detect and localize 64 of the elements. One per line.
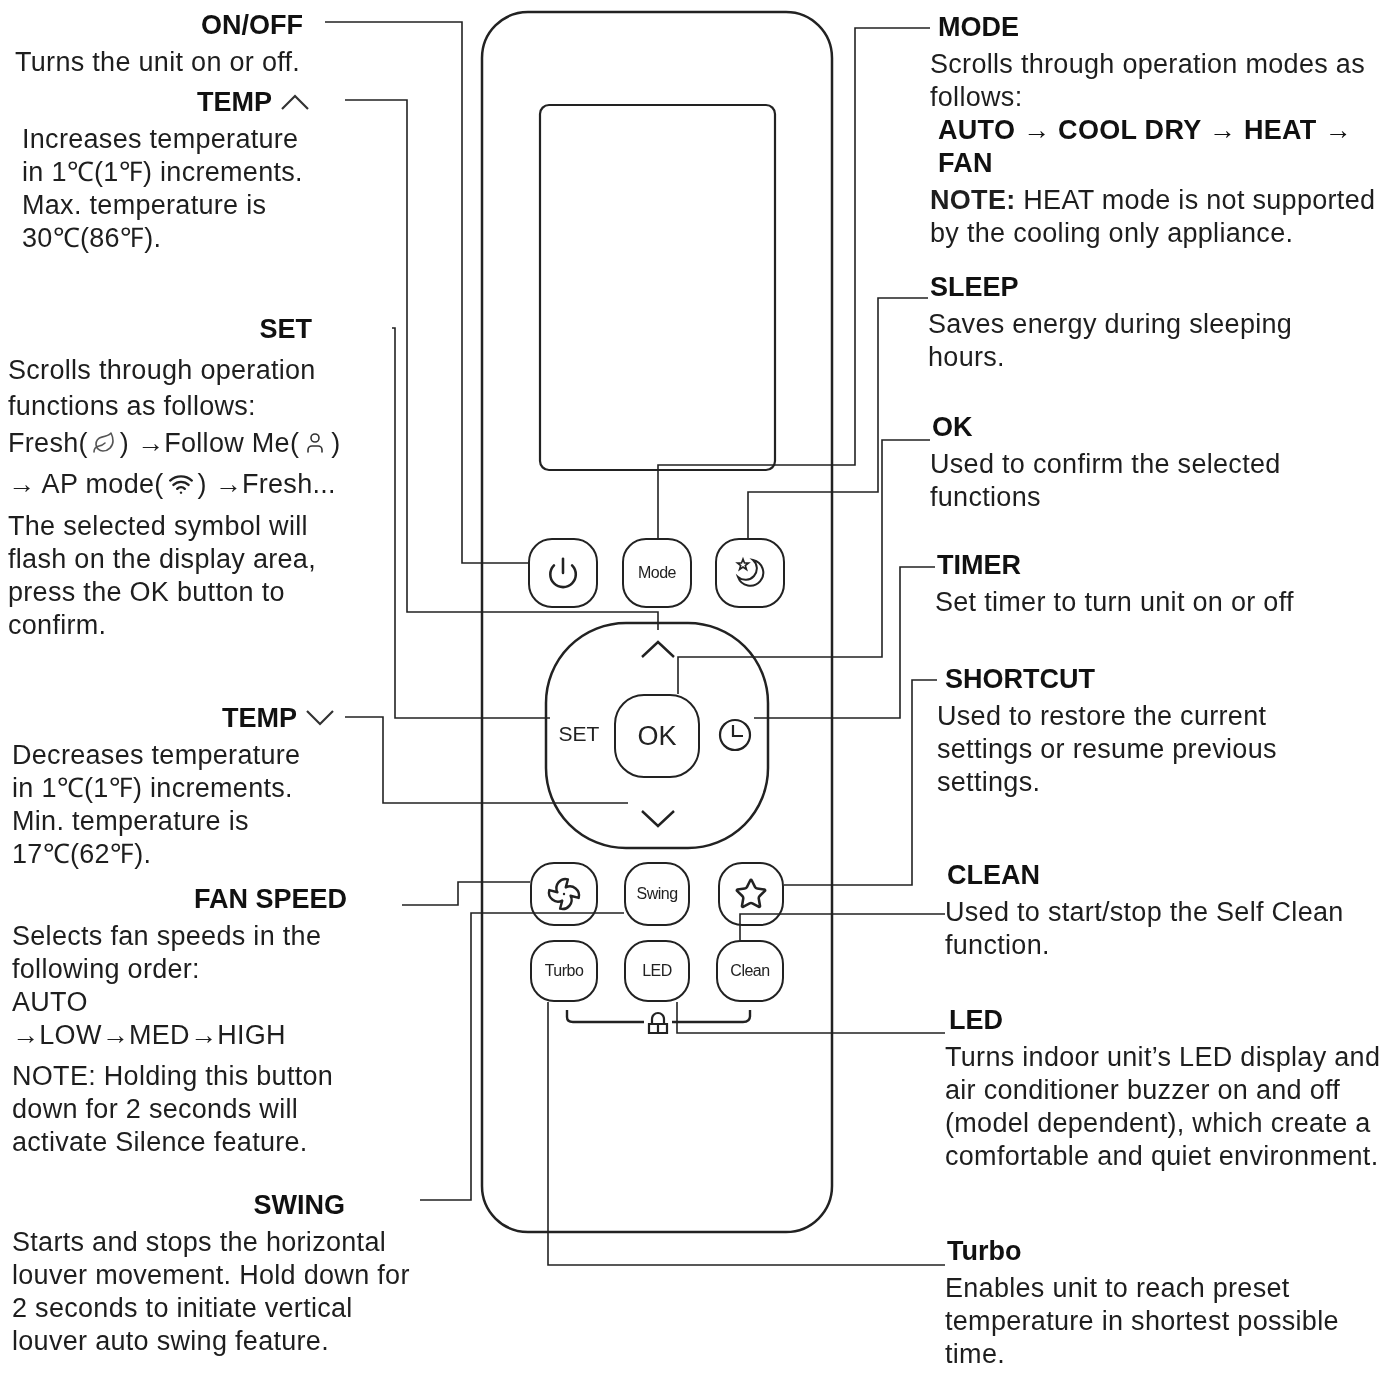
callout-text: → AP mode( xyxy=(8,467,164,501)
star-button xyxy=(718,862,784,926)
callout-heading: FAN SPEED xyxy=(193,883,347,916)
clean-button: Clean xyxy=(716,940,784,1002)
callout-text: Fresh( xyxy=(8,426,88,460)
callout-heading: ON/OFF xyxy=(201,9,303,42)
callout-text: AUTO →LOW→MED→HIGH xyxy=(12,986,287,1052)
leader-line xyxy=(676,1001,946,1034)
leader-line xyxy=(783,679,938,886)
callout-text: The selected symbol will flash on the display area, press the OK button to confirm. xyxy=(8,510,317,642)
callout-heading: SET xyxy=(259,313,312,346)
callout-heading: Turbo xyxy=(947,1235,1022,1268)
turbo-button: Turbo xyxy=(530,940,598,1002)
led-button: LED xyxy=(624,940,690,1002)
callout-text: Increases temperature in 1℃(1℉) increments. Max. temperature is 30℃(86℉). xyxy=(22,123,304,255)
leader-line xyxy=(419,912,625,1201)
leader-line xyxy=(547,1001,946,1266)
callout-heading: SLEEP xyxy=(930,271,1019,304)
callout-text: Starts and stops the horizontal louver movement. Hold down for 2 seconds to initiate vertical louver auto swing feature. xyxy=(12,1226,411,1358)
callout-text: Saves energy during sleeping hours. xyxy=(928,308,1294,374)
callout-text: Scrolls through operation functions as follows: xyxy=(8,354,317,423)
leader-line xyxy=(324,21,529,564)
callout-text: Used to start/stop the Self Clean function. xyxy=(945,896,1345,962)
swing-button: Swing xyxy=(624,862,690,926)
callout-text: Selects fan speeds in the following order: xyxy=(12,920,323,986)
callout-heading: CLEAN xyxy=(947,859,1040,892)
callout-text: Turns indoor unit’s LED display and air conditioner buzzer on and off (model dependent), which create a comfortable and quiet environment. xyxy=(945,1041,1382,1173)
callout-text: NOTE: Holding this button down for 2 seconds will activate Silence feature. xyxy=(12,1060,335,1159)
callout-text: Decreases temperature in 1℃(1℉) increments. Min. temperature is 17℃(62℉). xyxy=(12,739,302,871)
leader-line xyxy=(344,716,629,804)
callout-heading: OK xyxy=(932,411,973,444)
ok-button: OK xyxy=(614,694,700,778)
callout-heading: TEMP xyxy=(197,86,272,119)
fan-button xyxy=(530,862,598,926)
key-label: SET xyxy=(550,714,608,754)
leader-line xyxy=(391,327,551,719)
leader-line xyxy=(657,27,931,539)
leader-line xyxy=(401,881,531,906)
callout-text: Scrolls through operation modes as follows: xyxy=(930,48,1366,114)
leader-line xyxy=(677,439,931,695)
callout-text: NOTE: HEAT mode is not supported by the cooling only appliance. xyxy=(930,184,1377,250)
callout-text: Used to confirm the selected functions xyxy=(930,448,1282,514)
callout-text: Used to restore the current settings or resume previous settings. xyxy=(937,700,1278,799)
leader-line xyxy=(344,99,659,631)
callout-text: AUTO → COOL DRY → HEAT → FAN xyxy=(937,114,1353,180)
callout-text: ) →Follow Me( xyxy=(119,426,300,460)
callout-text: Enables unit to reach preset temperature in shortest possible time. xyxy=(945,1272,1340,1371)
callout-text: Set timer to turn unit on or off xyxy=(935,586,1295,619)
power-button xyxy=(528,538,598,608)
leader-line xyxy=(739,913,946,941)
callout-heading: SHORTCUT xyxy=(945,663,1095,696)
callout-text: Turns the unit on or off. xyxy=(15,46,302,79)
clock-icon xyxy=(716,716,754,754)
sleep-button xyxy=(715,538,785,608)
callout-text: ) xyxy=(331,426,341,460)
leader-line xyxy=(747,297,929,539)
callout-heading: SWING xyxy=(253,1189,345,1222)
callout-heading: TEMP xyxy=(222,702,297,735)
callout-heading: MODE xyxy=(938,11,1019,44)
mode-button: Mode xyxy=(622,538,692,608)
callout-heading: TIMER xyxy=(937,549,1021,582)
callout-heading: LED xyxy=(949,1004,1003,1037)
callout-text: ) →Fresh... xyxy=(197,467,336,501)
leader-line xyxy=(753,566,936,719)
